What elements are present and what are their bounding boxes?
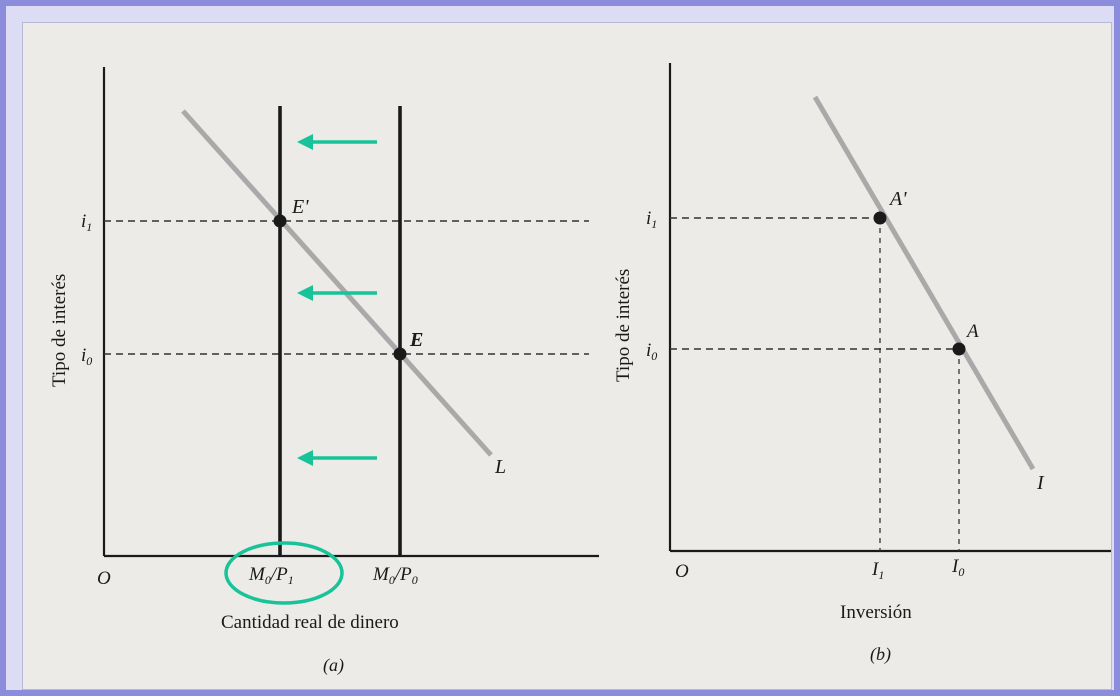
panel-b-point-a-label: A <box>965 321 979 342</box>
panel-b-x-axis-title: Inversión <box>840 602 912 623</box>
panel-a-origin-label: O <box>97 568 111 589</box>
panel-a-point-e-label: E <box>409 329 423 351</box>
panel-b-i0-label: i0 <box>646 340 657 363</box>
panel-b-caption: (b) <box>870 644 891 665</box>
panel-a-tick-m0p1: M0/P1 <box>248 564 294 587</box>
panel-a-money-demand-curve <box>181 109 493 457</box>
panel-a: E' E L i1 i0 O M0/P1 M0/P0 Tipo de inter… <box>49 67 599 676</box>
panel-a-tick-m0p0: M0/P0 <box>372 564 418 587</box>
panel-a-highlight-ellipse <box>224 541 344 605</box>
textbook-page: E' E L i1 i0 O M0/P1 M0/P0 Tipo de inter… <box>22 22 1112 690</box>
panel-b-point-a <box>952 342 966 356</box>
panel-b-i1-label: i1 <box>646 208 657 231</box>
panel-a-curve-l-label: L <box>494 456 506 478</box>
panel-a-point-e-prime-label: E' <box>291 196 309 218</box>
panel-b-origin-label: O <box>675 561 689 582</box>
panel-a-i0-label: i0 <box>81 345 92 368</box>
panel-a-shift-arrow-middle <box>297 285 377 301</box>
panel-b-investment-curve <box>812 95 1036 471</box>
panel-b-y-axis-title: Tipo de interés <box>613 269 634 382</box>
panel-b-tick-I1: I1 <box>871 559 884 582</box>
panel-b: A' A I i1 i0 O I1 I0 Tipo de interés Inv… <box>613 63 1111 665</box>
panel-a-point-e <box>393 347 407 361</box>
panel-a-shift-arrow-bottom <box>297 450 377 466</box>
diagram-canvas: E' E L i1 i0 O M0/P1 M0/P0 Tipo de inter… <box>49 63 1111 676</box>
panel-a-point-e-prime <box>273 214 287 228</box>
panel-b-curve-i-label: I <box>1036 472 1045 494</box>
panel-a-caption: (a) <box>323 655 344 676</box>
panel-b-point-a-prime-label: A' <box>888 188 907 210</box>
panel-a-shift-arrow-top <box>297 134 377 150</box>
panel-b-point-a-prime <box>873 211 887 225</box>
panel-a-x-axis-title: Cantidad real de dinero <box>221 612 399 633</box>
panel-b-tick-I0: I0 <box>951 556 964 579</box>
panel-a-i1-label: i1 <box>81 211 92 234</box>
panel-a-y-axis-title: Tipo de interés <box>49 274 70 387</box>
